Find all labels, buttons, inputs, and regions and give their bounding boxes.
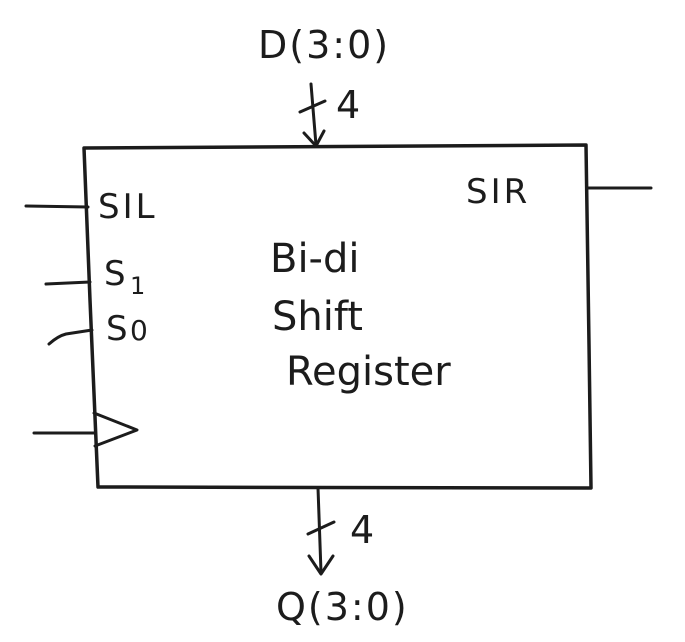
- s1-port-label: S: [104, 254, 129, 294]
- sir-port-label: SIR: [466, 172, 530, 212]
- bus-in-label: D(3:0): [258, 23, 390, 67]
- s1-wire: [44, 280, 92, 286]
- s0-port-label: S: [106, 309, 131, 349]
- bus-out-width: 4: [350, 508, 376, 552]
- bus-out-arrow: [307, 554, 335, 576]
- s0-wire: [47, 328, 94, 346]
- block-name-line-2: Shift: [272, 294, 363, 340]
- bus-in-wire: [309, 82, 318, 147]
- block-name-line-1: Bi-di: [270, 236, 360, 282]
- bus-out-width-slash: [306, 520, 336, 536]
- s0-port-subscript: 0: [130, 314, 148, 347]
- sil-port-label: SIL: [98, 187, 158, 227]
- bus-in-width-slash: [298, 99, 327, 114]
- bus-in-width: 4: [336, 83, 362, 127]
- register-block: [82, 143, 593, 490]
- block-name-line-3: Register: [286, 349, 451, 395]
- sil-wire: [24, 204, 90, 209]
- clock-triangle: [92, 411, 139, 448]
- bus-out-label: Q(3:0): [276, 585, 409, 629]
- bus-in-arrow: [302, 129, 326, 148]
- s1-port-subscript: 1: [130, 272, 145, 300]
